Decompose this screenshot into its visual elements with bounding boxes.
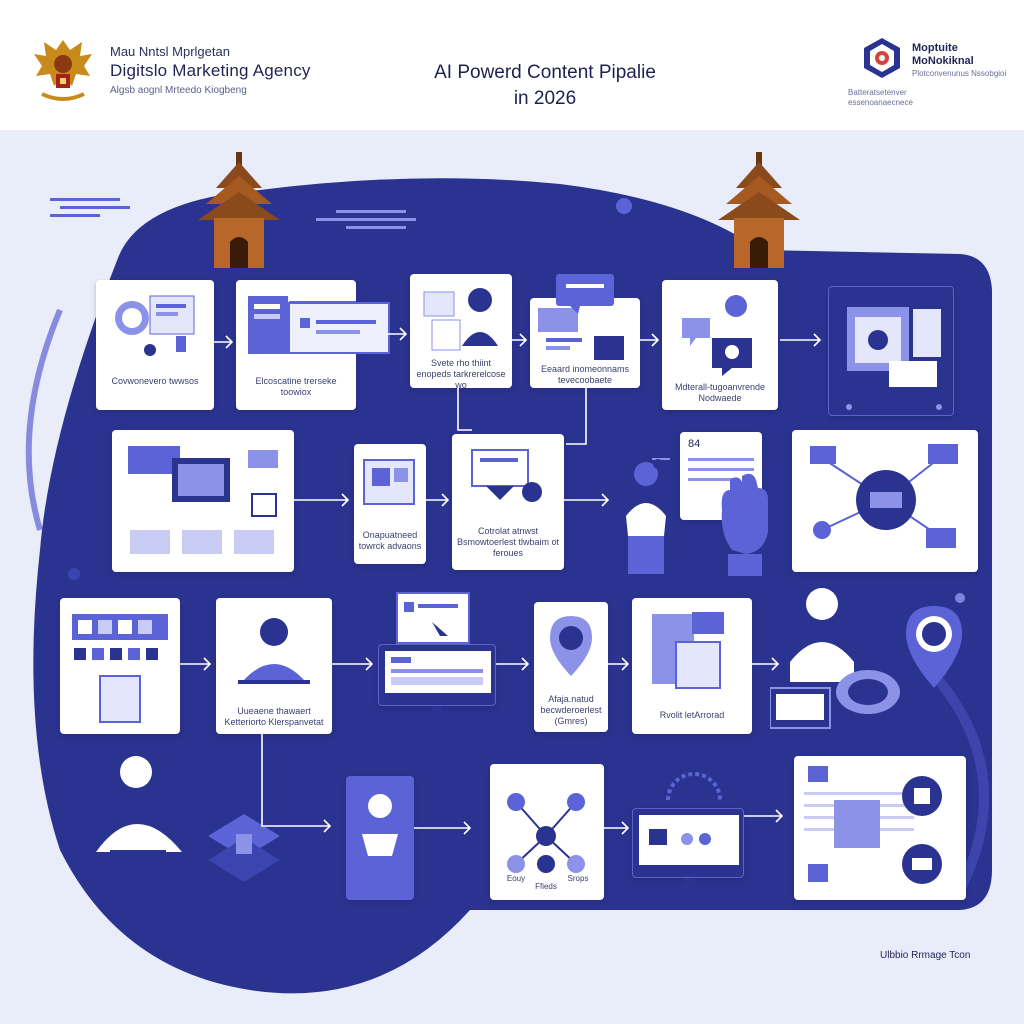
header: Mau Nntsl Mprlgetan Digitslo Marketing A… bbox=[0, 0, 1024, 130]
step-card-prompting[interactable]: Svete rho thiint enopeds tarkrerelcose w… bbox=[410, 274, 512, 390]
step-card-editor[interactable] bbox=[112, 430, 294, 572]
monitor-stand-icon bbox=[402, 706, 472, 728]
title-line-1: AI Powerd Content Pipalie bbox=[434, 62, 656, 83]
step-card-distribution[interactable]: Eouy Ffieds Srops bbox=[490, 764, 604, 900]
node-label-left: Eouy bbox=[506, 874, 526, 883]
node-label-right: Srops bbox=[567, 874, 589, 883]
network-illustration-icon bbox=[810, 444, 958, 548]
diamond-icon bbox=[190, 754, 222, 786]
presenter-figure-icon bbox=[626, 458, 670, 574]
agency-name: Digitslo Marketing Agency bbox=[110, 61, 311, 80]
step-card-network[interactable] bbox=[792, 430, 978, 572]
node-label-mid: Ffieds bbox=[535, 882, 557, 891]
research-illustration-icon bbox=[115, 295, 195, 356]
document-tag: 84 bbox=[688, 438, 701, 450]
gauge-icon bbox=[666, 772, 722, 801]
step-caption: Afaja.natud becwderoerlest (Gmres) bbox=[540, 694, 602, 726]
step-card-report[interactable] bbox=[794, 756, 966, 900]
control-illustration-icon bbox=[471, 449, 542, 502]
overlay-window-icon bbox=[288, 302, 390, 354]
step-card-generation[interactable]: Eeaard inomeonnams tevecoobaete bbox=[530, 298, 640, 388]
multichannel-illustration-icon bbox=[682, 295, 752, 376]
ministry-line-2: MoNokiknal bbox=[912, 55, 974, 67]
hand-icon bbox=[721, 473, 768, 576]
step-caption: Rvolit letArrorad bbox=[659, 710, 725, 720]
result-illustration-icon bbox=[652, 612, 724, 689]
decorative-lines bbox=[50, 198, 130, 217]
ministry-line-1: Moptuite bbox=[912, 42, 958, 54]
ministry-block: Moptuite MoNokiknal Plotconvenunus Nssob… bbox=[912, 42, 1006, 78]
document-lines-icon bbox=[688, 458, 754, 481]
step-card-result[interactable]: Rvolit letArrorad bbox=[632, 598, 752, 734]
step-caption: Covwonevero twwsos bbox=[111, 376, 199, 386]
title-line-2: in 2026 bbox=[513, 88, 577, 109]
step-caption: Mdterall-tugoanvrende Nodwaede bbox=[674, 382, 766, 403]
agency-tagline: Algsb aognl Mrteedo Kiogbeng bbox=[110, 85, 247, 96]
agency-line-1: Mau Nntsl Mprlgetan bbox=[110, 44, 230, 59]
writer-illustration-icon bbox=[423, 288, 498, 351]
temple-icon bbox=[718, 152, 800, 268]
presenter-laptop-icon bbox=[770, 588, 900, 729]
location-pin-icon bbox=[550, 616, 592, 676]
garuda-emblem-icon bbox=[34, 40, 92, 101]
step-caption: Cotrolat atnwst Bsmowtoerlest tlwbaim ot… bbox=[456, 526, 560, 558]
agency-block: Mau Nntsl Mprlgetan Digitslo Marketing A… bbox=[110, 44, 311, 96]
automation-illustration-icon bbox=[363, 459, 415, 505]
step-card-data-inputs[interactable] bbox=[60, 598, 180, 734]
step-caption: Onapuatneed towrck advaons bbox=[358, 530, 422, 551]
step-caption: Elcoscatine trerseke toowiox bbox=[255, 376, 337, 397]
presenter-figure-icon bbox=[96, 746, 182, 902]
step-card-analytics-screen[interactable] bbox=[378, 644, 496, 706]
step-caption: Eeaard inomeonnams tevecoobaete bbox=[540, 364, 630, 385]
chat-illustration-icon bbox=[538, 308, 624, 360]
decorative-lines bbox=[316, 210, 416, 229]
monitor-stand-icon bbox=[666, 878, 714, 896]
data-grid-illustration-icon bbox=[72, 614, 168, 723]
monitor-illustration-icon bbox=[846, 307, 942, 410]
step-caption: Svete rho thiint enopeds tarkrerelcose w… bbox=[416, 358, 506, 390]
step-card-multichannel[interactable]: Mdterall-tugoanvrende Nodwaede bbox=[662, 280, 778, 410]
speech-bubble-icon bbox=[556, 274, 614, 314]
ministry-line-3: Plotconvenunus Nssobgioi bbox=[912, 69, 1007, 78]
page-title: AI Powerd Content Pipalie in 2026 bbox=[430, 62, 660, 110]
strategist-figure-icon bbox=[238, 618, 310, 684]
step-card-location[interactable]: Afaja.natud becwderoerlest (Gmres) bbox=[534, 602, 608, 732]
report-illustration-icon bbox=[804, 766, 942, 884]
publish-screen-icon bbox=[639, 815, 739, 865]
step-card-automation[interactable]: Onapuatneed towrck advaons bbox=[354, 444, 426, 564]
distribution-graph-icon bbox=[507, 793, 585, 873]
globe-pin-icon bbox=[906, 606, 962, 688]
ministry-subtext: Batteratsetenver essenoanaecnece bbox=[848, 88, 913, 107]
analytics-screen-icon bbox=[385, 651, 491, 693]
step-card-storage[interactable] bbox=[346, 776, 414, 900]
step-card-review-screen[interactable] bbox=[828, 286, 954, 416]
step-card-control[interactable]: Cotrolat atnwst Bsmowtoerlest tlwbaim ot… bbox=[452, 434, 564, 570]
step-card-publish-screen[interactable] bbox=[632, 808, 744, 878]
storage-illustration-icon bbox=[362, 794, 398, 856]
step-card-strategist[interactable]: Uueaene thawaert Ketteriorto Klerspanvet… bbox=[216, 598, 332, 734]
footer-note: Ulbbio Rrmage Tcon bbox=[880, 950, 971, 961]
step-caption: Uueaene thawaert Ketteriorto Klerspanvet… bbox=[224, 706, 324, 727]
editor-illustration-icon bbox=[128, 446, 278, 554]
temple-icon bbox=[198, 152, 280, 268]
ministry-logo-icon bbox=[864, 38, 900, 78]
floating-window-icon bbox=[396, 592, 470, 644]
step-card-research[interactable]: Covwonevero twwsos bbox=[96, 280, 214, 410]
